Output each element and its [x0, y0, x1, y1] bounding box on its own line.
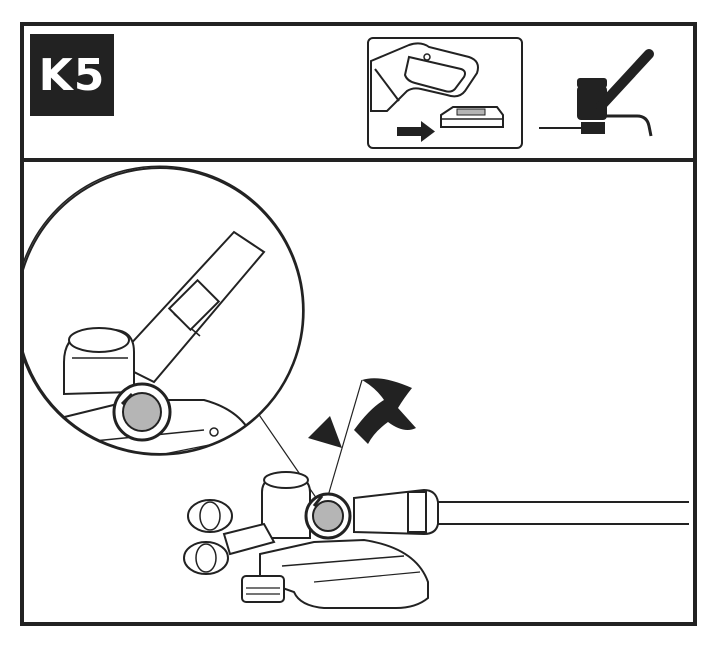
- main-illustration: [24, 162, 693, 622]
- rotate-arrow-icon: [308, 378, 416, 448]
- instruction-panel: K5: [20, 22, 697, 626]
- collar-knob-icon: [304, 492, 352, 540]
- trimmer-head-position-icon: [539, 49, 654, 137]
- step-badge: K5: [30, 34, 114, 116]
- battery-removal-panel: [367, 37, 523, 149]
- trimmer-rotation-illustration: [24, 165, 689, 609]
- step-header: K5: [24, 26, 693, 162]
- trimmer-head-position-panel: [537, 40, 657, 148]
- trimmer-unit: [183, 471, 689, 609]
- battery-removal-icon: [370, 42, 504, 142]
- collar-knob-magnified: [112, 382, 172, 442]
- step-label: K5: [38, 49, 106, 101]
